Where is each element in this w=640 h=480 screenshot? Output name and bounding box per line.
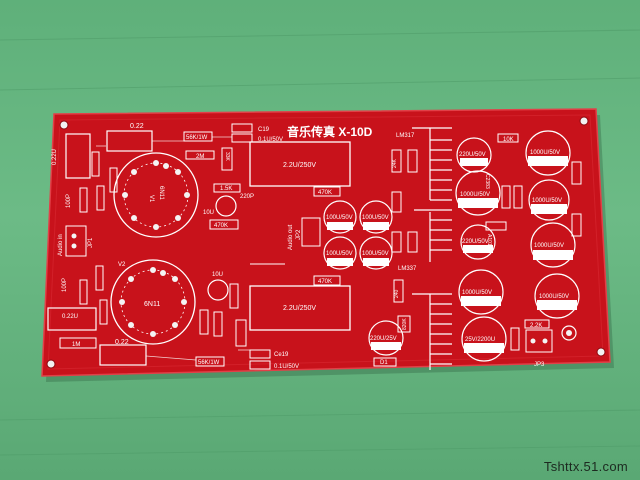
silkscreen-label: 0.1U/50V (274, 364, 299, 370)
silkscreen-label: 2.2U/250V (283, 162, 316, 169)
silkscreen-label: JP1 (88, 237, 94, 248)
silkscreen-label: 220U/25V (370, 336, 397, 342)
silkscreen-label: 0.22U (52, 149, 58, 165)
mounting-holes (46, 116, 606, 369)
silkscreen-label: 1000U/50V (539, 294, 569, 300)
silkscreen-label: 10U (203, 210, 214, 216)
silkscreen-label: 56K/1W (198, 360, 220, 366)
silkscreen-label: LM317 (396, 133, 415, 139)
silkscreen-label: JP3 (534, 362, 545, 368)
silkscreen-label: 6N11 (158, 186, 164, 201)
silkscreen-label: 100U/50V (326, 215, 353, 221)
silkscreen-label: 1000U/50V (530, 150, 560, 156)
silkscreen-label: 1000U/50V (534, 243, 564, 249)
silkscreen-label: 100U/50V (326, 251, 353, 257)
silkscreen-label: 1.5K (220, 186, 232, 192)
silkscreen-label: 100P (62, 278, 68, 292)
silkscreen-label: D1 (380, 360, 388, 366)
silkscreen-label: 220P (240, 194, 254, 200)
silkscreen-label: 2M (196, 154, 204, 160)
silkscreen-label: V1 (148, 195, 154, 203)
heatsink-outline-bottom (412, 293, 452, 370)
tube-socket-v1: V1 6N11 (113, 152, 199, 238)
silkscreen-label: 220U/50V (459, 152, 486, 158)
silkscreen-label: 100U/50V (362, 251, 389, 257)
silkscreen-label: 1000U/50V (460, 192, 490, 198)
silkscreen-label: 470K (214, 223, 228, 229)
silkscreen-label: Ce19 (274, 352, 289, 358)
silkscreen-label: C2383 (484, 174, 490, 189)
capacitor-group-100u (323, 200, 393, 270)
silkscreen-label: A1013 (486, 234, 492, 249)
capacitor-group-filter (455, 130, 580, 362)
capacitor-2u2-top: 2.2U/250V (249, 141, 351, 187)
silkscreen-label: 470K (318, 190, 332, 196)
board-title: 音乐传真 X-10D (287, 124, 373, 139)
silkscreen-label: 220U/50V (462, 239, 489, 245)
silkscreen-label: C19 (258, 127, 270, 133)
silkscreen-label: Audio in (58, 234, 64, 256)
silkscreen-label: 1M (72, 342, 80, 348)
silkscreen-label: LM337 (398, 266, 417, 272)
silkscreen-label: 25V/2200U (465, 337, 495, 343)
tube-socket-v2: V2 6N11 (110, 259, 196, 345)
silkscreen-label: 240 (394, 289, 400, 298)
silkscreen-label: 820K (402, 318, 408, 330)
silkscreen-label: 0.22 (115, 339, 129, 346)
silkscreen-label: 1000U/50V (532, 198, 562, 204)
silkscreen-label: JP2 (296, 229, 302, 240)
silkscreen-label: 1000U/50V (462, 290, 492, 296)
silkscreen-label: 2.2K (530, 323, 542, 329)
silkscreen-label: Audio out (288, 224, 294, 250)
silkscreen-label: 100P (66, 194, 72, 208)
silkscreen-label: 10K (503, 137, 514, 143)
silkscreen-label: 0.22U (62, 314, 78, 320)
silkscreen-label: 33K (224, 152, 230, 162)
silkscreen-label: 6N11 (144, 301, 160, 308)
silkscreen-label: 470K (318, 279, 332, 285)
silkscreen-label: 100U/50V (362, 215, 389, 221)
silkscreen-label: 0.22 (130, 123, 144, 130)
silkscreen-label: 0.1U/50V (258, 137, 283, 143)
heatsink-outline-top (412, 127, 452, 262)
silkscreen-label: 56K/1W (186, 135, 208, 141)
silkscreen-label: V2 (118, 262, 126, 268)
watermark: Tshttx.51.com (543, 459, 628, 474)
capacitor-2u2-bottom: 2.2U/250V (249, 285, 351, 331)
silkscreen-label: 2.2U/250V (283, 305, 316, 312)
silkscreen-label: 10U (212, 272, 223, 278)
silkscreen-label: 24K (392, 158, 398, 168)
